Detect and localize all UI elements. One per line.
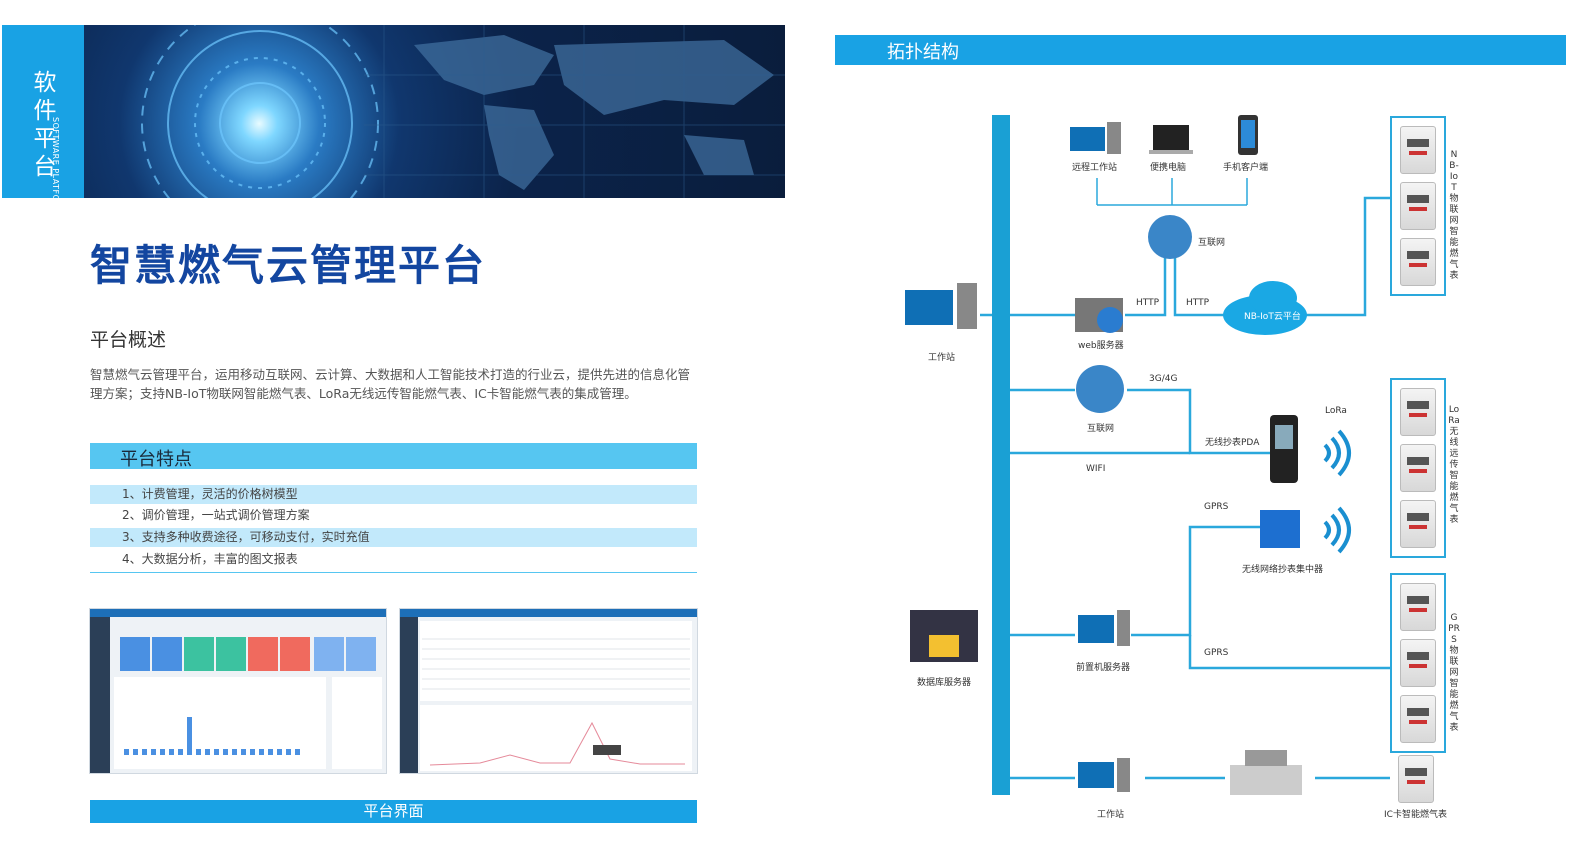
label-mobile: 手机客户端: [1223, 163, 1269, 173]
wireless-signal-icon: [1323, 429, 1351, 477]
connection-lines: [980, 196, 1390, 780]
ui-section-bar: 平台界面: [90, 800, 697, 823]
database-server-icon: [910, 610, 978, 662]
features-heading: 平台特点: [120, 449, 192, 470]
laptop-icon: [1149, 125, 1193, 154]
feature-item: 4、大数据分析，丰富的图文报表: [90, 550, 697, 569]
section-tab: 软件平台 SOFTWARE PLATFORM: [2, 25, 84, 215]
workstation-icon: [905, 283, 977, 329]
label-http-2: HTTP: [1186, 298, 1210, 308]
label-lora: LoRa: [1325, 406, 1347, 416]
internet-globe-icon: [1148, 215, 1192, 259]
gas-meter-icon: [1400, 126, 1436, 174]
card-reader-printer-icon: [1230, 750, 1302, 795]
concentrator-icon: [1260, 510, 1300, 548]
topology-heading-bar: 拓扑结构: [835, 35, 1566, 65]
label-3g4g: 3G/4G: [1149, 374, 1178, 384]
ui-section-title: 平台界面: [363, 802, 424, 820]
feature-text: 3、支持多种收费途径，可移动支付，实时充值: [122, 530, 370, 544]
topology-heading: 拓扑结构: [887, 42, 959, 63]
label-db-server: 数据库服务器: [917, 678, 972, 688]
feature-text: 1、计费管理，灵活的价格树模型: [122, 487, 298, 501]
label-ic-meter: IC卡智能燃气表: [1384, 810, 1447, 820]
label-wifi: WIFI: [1086, 464, 1106, 474]
meter-group-lora: [1390, 378, 1446, 558]
network-bus: [992, 115, 1010, 795]
label-web-server: web服务器: [1078, 341, 1124, 351]
meter-group-label: LoRa无线远传智能燃气表: [1448, 405, 1460, 525]
front-server-icon: [1078, 610, 1130, 646]
label-concentrator: 无线网络抄表集中器: [1242, 565, 1324, 575]
gas-meter-icon: [1400, 444, 1436, 492]
meter-group-label: NB-IoT物联网智能燃气表: [1449, 150, 1459, 281]
section-tab-cn: 软件平台: [33, 70, 57, 180]
dashboard-screenshot: [89, 608, 387, 774]
label-remote-workstation: 远程工作站: [1072, 163, 1118, 173]
label-http-1: HTTP: [1136, 298, 1160, 308]
wireless-signal-icon: [1323, 506, 1351, 554]
gas-meter-icon: [1400, 583, 1436, 631]
page-title: 智慧燃气云管理平台: [90, 241, 487, 290]
report-screenshot: [399, 608, 698, 774]
topology-diagram: [905, 115, 1390, 795]
meter-group-gprs: [1390, 573, 1446, 753]
internet-globe-icon: [1076, 365, 1124, 413]
gas-meter-icon: [1400, 639, 1436, 687]
gas-meter-icon: [1400, 182, 1436, 230]
features-divider: [90, 572, 697, 573]
label-gprs-2: GPRS: [1204, 648, 1229, 658]
gas-meter-icon: [1400, 388, 1436, 436]
label-front-server: 前置机服务器: [1076, 663, 1131, 673]
web-server-icon: [1075, 298, 1123, 333]
label-bottom-workstation: 工作站: [1097, 810, 1125, 820]
bottom-workstation-icon: [1078, 758, 1130, 792]
feature-item: 2、调价管理，一站式调价管理方案: [90, 506, 697, 525]
ic-gas-meter-icon: [1398, 755, 1434, 803]
features-heading-bar: 平台特点: [90, 443, 697, 470]
feature-item: 1、计费管理，灵活的价格树模型: [90, 485, 697, 504]
mobile-phone-icon: [1238, 115, 1258, 155]
label-cloud: NB-IoT云平台: [1244, 312, 1301, 322]
feature-item: 3、支持多种收费途径，可移动支付，实时充值: [90, 528, 697, 547]
meter-group-label: GPRS物联网智能燃气表: [1448, 613, 1460, 733]
label-laptop: 便携电脑: [1150, 163, 1187, 173]
label-workstation: 工作站: [928, 353, 956, 363]
gas-meter-icon: [1400, 695, 1436, 743]
gas-meter-icon: [1400, 238, 1436, 286]
cloud-icon: [1223, 281, 1307, 335]
label-internet-mid: 互联网: [1087, 424, 1115, 434]
meter-group-nbiot: [1390, 116, 1446, 296]
overview-text: 智慧燃气云管理平台，运用移动互联网、云计算、大数据和人工智能技术打造的行业云，提…: [90, 367, 691, 401]
pda-icon: [1270, 415, 1298, 483]
banner-image: [84, 25, 785, 198]
label-gprs-1: GPRS: [1204, 502, 1229, 512]
section-tab-en: SOFTWARE PLATFORM: [51, 117, 60, 215]
world-map-tech-image: [141, 25, 785, 198]
overview-heading: 平台概述: [90, 329, 167, 351]
remote-workstation-icon: [1070, 122, 1121, 154]
label-internet-top: 互联网: [1198, 238, 1226, 248]
gas-meter-icon: [1400, 500, 1436, 548]
feature-text: 2、调价管理，一站式调价管理方案: [122, 508, 310, 522]
label-pda: 无线抄表PDA: [1205, 438, 1260, 448]
feature-text: 4、大数据分析，丰富的图文报表: [122, 552, 298, 566]
